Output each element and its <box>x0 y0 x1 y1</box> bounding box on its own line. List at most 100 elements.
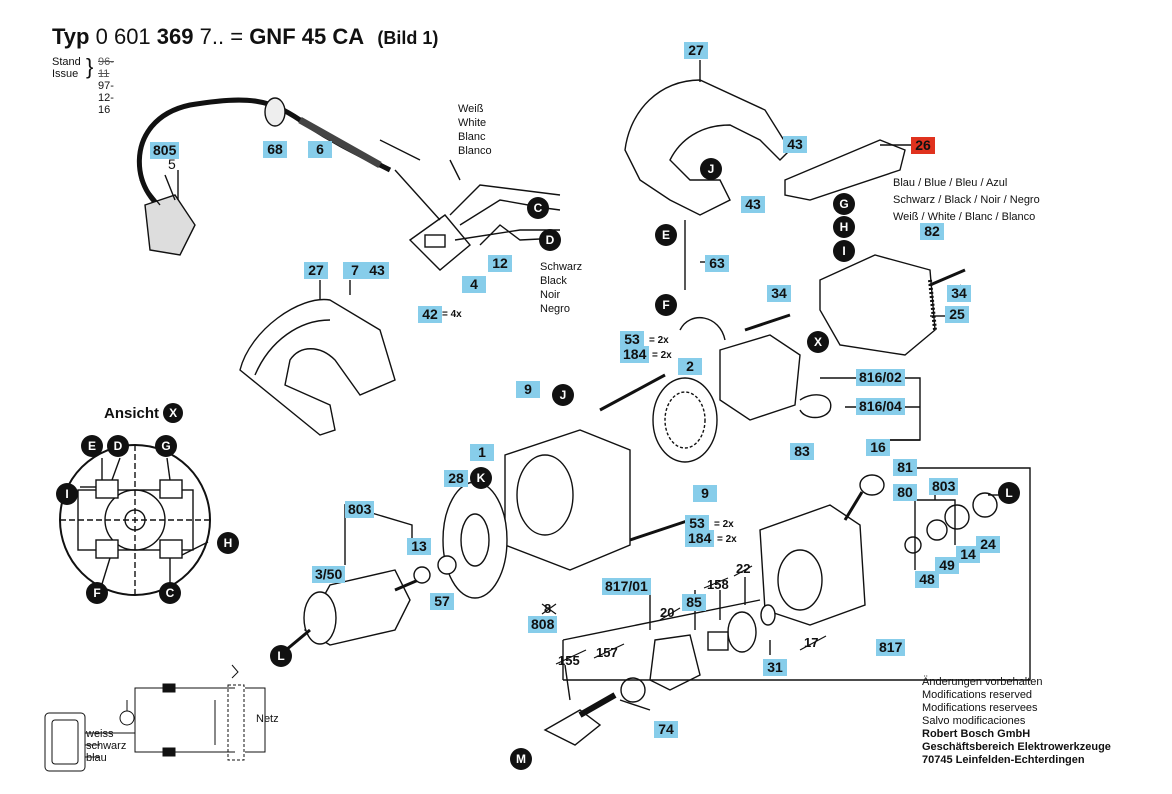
part-tag-6: 6 <box>308 141 332 158</box>
part-tag-5: 5 <box>168 156 176 172</box>
wire-white-es: Blanco <box>458 145 492 157</box>
note-line-en: Modifications reserved <box>922 689 1033 701</box>
part-tag-53-top-mult: = 2x <box>649 335 669 346</box>
part-tag-2: 2 <box>678 358 702 375</box>
note-line-es: Salvo modificaciones <box>922 715 1026 727</box>
model-name: GNF 45 CA <box>249 24 364 49</box>
page-title: Typ 0 601 369 7.. = GNF 45 CA (Bild 1) <box>52 24 438 50</box>
part-tag-49: 49 <box>935 557 959 574</box>
callout-g-view: G <box>155 435 177 457</box>
part-tag-17: 17 <box>804 635 819 650</box>
part-tag-85: 85 <box>682 594 706 611</box>
part-tag-48: 48 <box>915 571 939 588</box>
part-tag-34-mid: 34 <box>767 285 791 302</box>
callout-f-view: F <box>86 582 108 604</box>
part-tag-158: 158 <box>707 577 729 592</box>
part-tag-27-left: 27 <box>304 262 328 279</box>
part-tag-27-top: 27 <box>684 42 708 59</box>
stand-value: 96-11 <box>98 56 114 80</box>
part-tag-42-mult: = 4x <box>442 309 462 320</box>
issue-value: 97-12-16 <box>98 80 114 116</box>
cover-wire-labels: Blau / Blue / Bleu / Azul Schwarz / Blac… <box>893 175 1040 226</box>
part-tag-808: 808 <box>528 616 558 633</box>
part-number-suffix: 7.. = <box>199 24 244 49</box>
callout-e-view: E <box>81 435 103 457</box>
stand-issue-block: Stand Issue } 96-11 97-12-16 <box>52 54 114 116</box>
part-tag-817: 817 <box>876 639 906 656</box>
callout-c-view: C <box>159 582 181 604</box>
callout-d-view: D <box>107 435 129 457</box>
bild-label: (Bild 1) <box>377 28 439 48</box>
part-tag-8: 8 <box>544 601 552 616</box>
wiring-schematic <box>44 664 266 772</box>
callout-e-top: E <box>655 224 677 246</box>
callout-i-top: I <box>833 240 855 262</box>
part-tag-81: 81 <box>893 459 917 476</box>
callout-l-right: L <box>998 482 1020 504</box>
part-tag-803-right: 803 <box>929 478 959 495</box>
part-tag-12: 12 <box>488 255 512 272</box>
issue-label: Issue <box>52 68 79 80</box>
callout-g-top: G <box>833 193 855 215</box>
callout-f-top: F <box>655 294 677 316</box>
cover-wire-white: Weiß / White / Blanc / Blanco <box>893 211 1036 223</box>
callout-h-top: H <box>833 216 855 238</box>
part-tag-9-top: 9 <box>516 381 540 398</box>
wire-black-es: Negro <box>540 303 570 315</box>
brace-symbol: } <box>86 54 94 79</box>
wire-black-fr: Noir <box>540 289 561 301</box>
wire-white-de: Weiß <box>458 103 484 115</box>
note-line-fr: Modifications reservees <box>922 702 1038 714</box>
part-number-prefix: 0 601 <box>95 24 151 49</box>
part-tag-68: 68 <box>263 141 287 158</box>
part-tag-26: 26 <box>911 137 935 154</box>
circuit-label-netz: Netz <box>256 713 279 725</box>
callout-j-mid: J <box>552 384 574 406</box>
part-tag-3-50: 3/50 <box>312 566 346 583</box>
circuit-label-schwarz: schwarz <box>86 740 127 752</box>
part-tag-816-02: 816/02 <box>856 369 905 386</box>
part-tag-22: 22 <box>736 561 751 576</box>
part-tag-43-left: 43 <box>365 262 389 279</box>
callout-i-view: I <box>56 483 78 505</box>
callout-c-top: C <box>527 197 549 219</box>
callout-j-top: J <box>700 158 722 180</box>
part-tag-53-bottom-mult: = 2x <box>714 519 734 530</box>
part-tag-157: 157 <box>596 645 618 660</box>
part-tag-20: 20 <box>660 605 675 620</box>
part-tag-16: 16 <box>866 439 890 456</box>
part-tag-805: 805 <box>150 142 180 159</box>
part-tag-82: 82 <box>920 223 944 240</box>
part-tag-7: 7 <box>343 262 367 279</box>
callout-k: K <box>470 467 492 489</box>
part-tag-14: 14 <box>956 546 980 563</box>
cover-wire-black: Schwarz / Black / Noir / Negro <box>893 194 1040 206</box>
part-tag-184-top: 184 <box>620 346 650 363</box>
callout-x: X <box>807 331 829 353</box>
part-tag-25: 25 <box>945 306 969 323</box>
callout-d-top: D <box>539 229 561 251</box>
part-tag-803-left: 803 <box>345 501 375 518</box>
part-tag-53-top: 53 <box>620 331 644 348</box>
part-tag-4: 4 <box>462 276 486 293</box>
part-tag-80: 80 <box>893 484 917 501</box>
wire-white-labels: Weiß White Blanc Blanco <box>458 102 492 158</box>
part-tag-57: 57 <box>430 593 454 610</box>
wire-black-en: Black <box>540 275 567 287</box>
note-line-de: Änderungen vorbehalten <box>922 676 1043 688</box>
ansicht-mark: X <box>163 403 184 423</box>
wire-black-de: Schwarz <box>540 261 583 273</box>
part-tag-31: 31 <box>763 659 787 676</box>
part-tag-9-bottom: 9 <box>693 485 717 502</box>
company-division: Geschäftsbereich Elektrowerkzeuge <box>922 741 1111 753</box>
part-tag-184-bottom-mult: = 2x <box>717 534 737 545</box>
part-tag-24: 24 <box>976 536 1000 553</box>
part-tag-63: 63 <box>705 255 729 272</box>
part-tag-817-01: 817/01 <box>602 578 651 595</box>
ansicht-view <box>59 444 211 596</box>
part-tag-13: 13 <box>407 538 431 555</box>
callout-l-left: L <box>270 645 292 667</box>
part-tag-53-bottom: 53 <box>685 515 709 532</box>
